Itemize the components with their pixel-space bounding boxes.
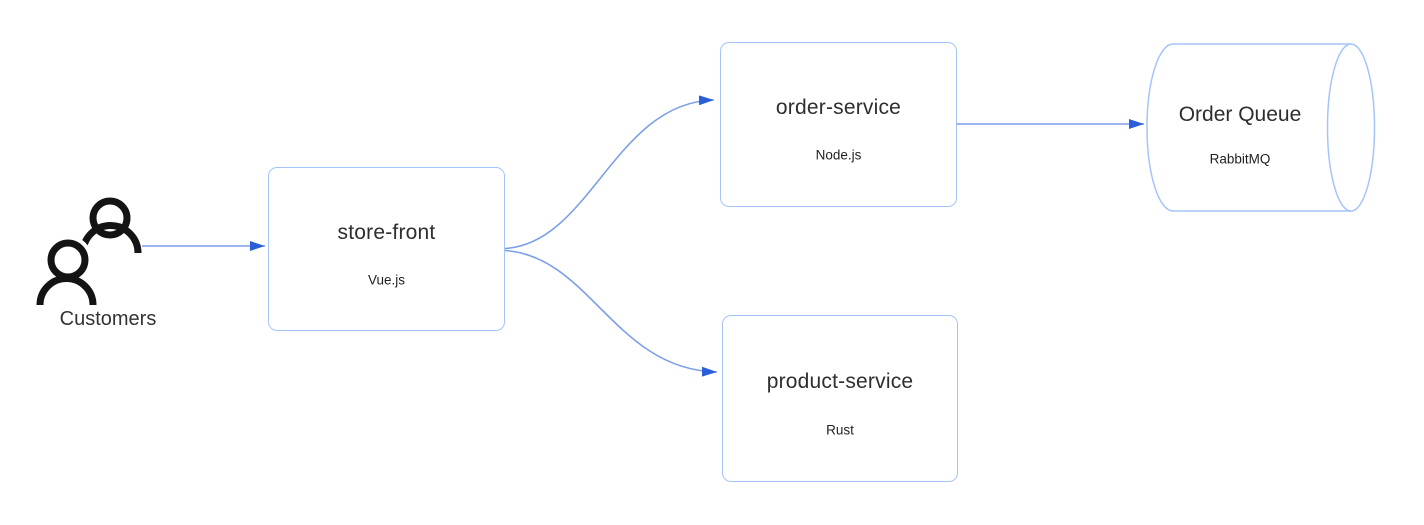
back-person-head-icon (89, 197, 131, 239)
node-title: order-service (775, 96, 902, 120)
node-order-service: order-service Node.js (720, 42, 957, 207)
node-subtitle: Node.js (815, 147, 862, 163)
node-title: store-front (337, 220, 436, 244)
node-subtitle: Rust (826, 422, 854, 438)
front-person-shoulders-icon (36, 275, 97, 306)
customers-people-icon (36, 197, 142, 306)
edge-storefront-to-orderservice (504, 95, 715, 250)
node-title: product-service (766, 370, 914, 393)
node-product-service: product-service Rust (722, 315, 958, 482)
node-subtitle: Vue.js (367, 272, 406, 288)
order-queue-cylinder-icon (1146, 43, 1376, 212)
node-store-front: store-front Vue.js (268, 167, 505, 331)
node-subtitle: RabbitMQ (1209, 151, 1271, 167)
cylinder-end-cap (1326, 43, 1376, 212)
cylinder-body (1146, 43, 1352, 212)
node-order-queue: Order Queue RabbitMQ (1140, 36, 1390, 220)
edge-storefront-to-productservice (504, 249, 718, 377)
customers-label: Customers (59, 308, 157, 330)
node-title: Order Queue (1178, 103, 1302, 127)
back-person-shoulders-icon (79, 222, 142, 254)
